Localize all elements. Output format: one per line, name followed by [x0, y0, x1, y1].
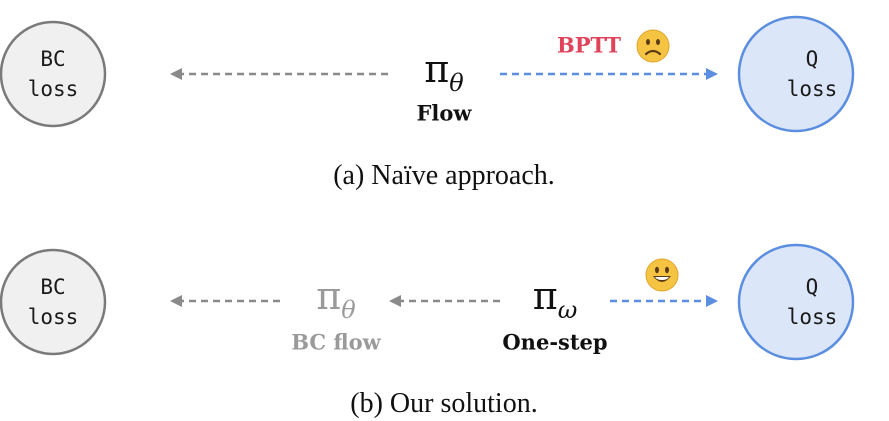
theta-subscript: θ [341, 296, 356, 324]
bc-flow-policy-symbol-b: πθ [316, 274, 355, 324]
omega-subscript: ω [557, 296, 578, 324]
q-loss-node-b [737, 243, 855, 361]
caption-a: (a) Naïve approach. [333, 160, 555, 191]
pi-symbol: π [532, 274, 558, 318]
grinning-face-icon [645, 258, 679, 292]
q-loss-label-b: Q loss [787, 272, 838, 332]
q-loss-line1-a: Q [805, 47, 819, 71]
flow-policy-label-a: Flow [416, 100, 472, 126]
bc-loss-label-b: BC loss [28, 272, 79, 332]
one-step-policy-symbol-b: πω [533, 274, 578, 324]
q-loss-label-a: Q loss [787, 44, 838, 104]
q-loss-line1-b: Q [805, 275, 819, 299]
bc-loss-node-a [0, 20, 107, 128]
pi-symbol: π [424, 47, 450, 91]
q-loss-node-a [737, 15, 855, 133]
bc-flow-policy-label-b: BC flow [291, 329, 381, 355]
pi-symbol: π [316, 274, 342, 318]
bptt-label: BPTT [556, 32, 622, 58]
bc-loss-label-a: BC loss [28, 44, 79, 104]
bc-loss-line1-a: BC [40, 47, 66, 71]
bc-loss-line2-a: loss [27, 77, 79, 101]
bc-loss-line1-b: BC [40, 275, 66, 299]
q-loss-line2-a: loss [786, 77, 838, 101]
bc-loss-node-b [0, 248, 107, 356]
flow-policy-symbol-a: πθ [424, 47, 463, 97]
bc-loss-line2-b: loss [27, 305, 79, 329]
q-loss-line2-b: loss [786, 305, 838, 329]
theta-subscript: θ [449, 69, 464, 97]
one-step-policy-label-b: One-step [502, 329, 608, 355]
caption-b: (b) Our solution. [350, 388, 538, 419]
frowning-face-icon [636, 29, 670, 63]
